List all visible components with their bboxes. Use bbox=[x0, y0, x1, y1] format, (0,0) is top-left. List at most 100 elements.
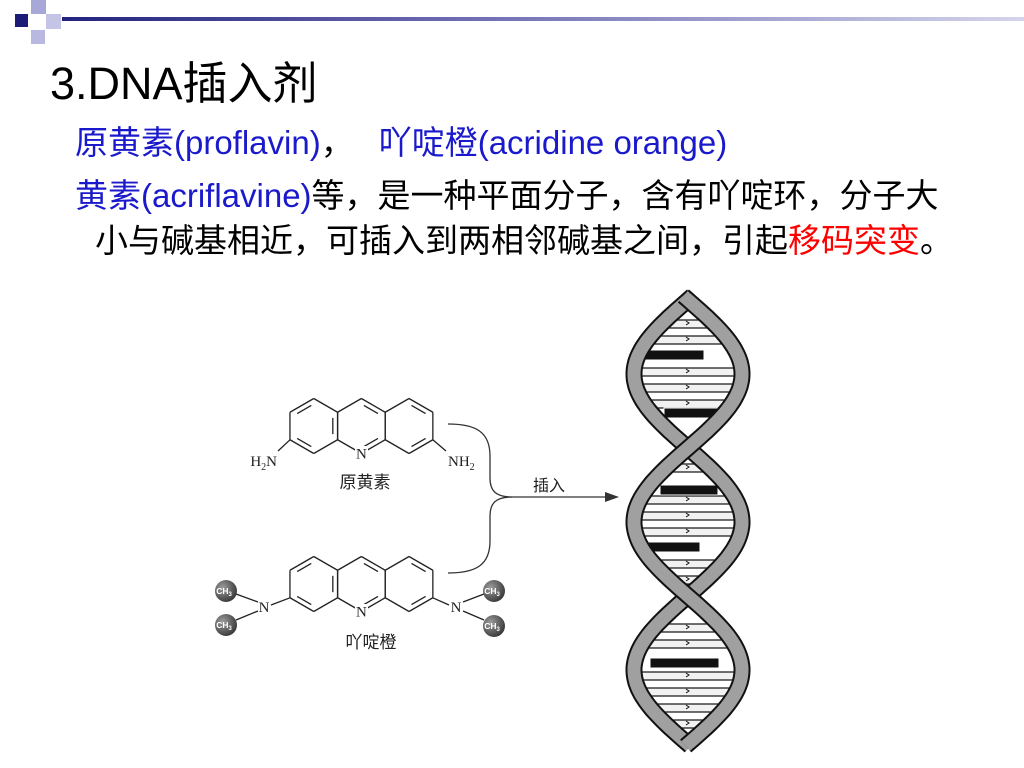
ring-bond bbox=[361, 555, 386, 571]
methyl-ball bbox=[215, 614, 237, 636]
ring-bond bbox=[384, 439, 410, 455]
base-pair-joint bbox=[685, 672, 690, 678]
amine-bond-right bbox=[432, 597, 450, 606]
double-bond-line bbox=[296, 437, 312, 448]
body-line-1: 原黄素(proflavin)，吖啶橙(acridine orange) bbox=[75, 124, 727, 163]
base-pair-joint bbox=[685, 528, 690, 534]
methyl-group: CH3 bbox=[484, 586, 500, 598]
ring-bond bbox=[384, 597, 410, 613]
ring-bond bbox=[408, 397, 434, 413]
ring-bond bbox=[361, 397, 386, 413]
double-bond-line bbox=[363, 437, 379, 448]
ring-bond bbox=[384, 555, 410, 571]
ring-bond bbox=[289, 439, 315, 455]
header-decor-square bbox=[31, 0, 46, 14]
methyl-bond bbox=[235, 593, 259, 603]
separator: ， bbox=[320, 126, 354, 162]
methyl-ball bbox=[483, 615, 505, 637]
double-bond-line bbox=[363, 595, 379, 606]
ring-bond bbox=[408, 555, 434, 571]
base-pair-joint bbox=[685, 560, 690, 566]
ring-bond bbox=[313, 555, 338, 571]
methyl-group: CH3 bbox=[484, 621, 500, 633]
amine-bond-left bbox=[270, 597, 291, 606]
ring-bond bbox=[337, 397, 362, 413]
double-bond-line bbox=[296, 562, 312, 573]
ring-nitrogen: N bbox=[356, 605, 367, 621]
subscript: 3 bbox=[496, 627, 500, 633]
base-pair-joint bbox=[685, 336, 690, 342]
base-pair-joint bbox=[685, 368, 690, 374]
amino-group-right: NH2 bbox=[448, 454, 475, 473]
atom-n: N bbox=[266, 454, 277, 470]
methyl-ch: CH bbox=[484, 621, 496, 631]
sentence-end: 。 bbox=[920, 224, 953, 260]
insertion-arrow: 插入 bbox=[447, 423, 619, 574]
proflavin-label: 原黄素 bbox=[340, 473, 391, 492]
ring-bond bbox=[408, 439, 434, 455]
base-pair-joint bbox=[685, 496, 690, 502]
header-decor-square bbox=[15, 14, 28, 27]
proflavin-en: (proflavin) bbox=[174, 124, 321, 161]
double-bond-line bbox=[363, 404, 379, 415]
methyl-group: CH3 bbox=[216, 586, 232, 598]
body-text: 等，是一种平面分子，含有吖啶环，分子大 bbox=[311, 179, 939, 215]
methyl-ball bbox=[215, 580, 237, 602]
base-pair-joint bbox=[685, 320, 690, 326]
double-bond-line bbox=[411, 595, 426, 606]
double-bond-line bbox=[411, 562, 426, 573]
header-decor-square bbox=[31, 30, 45, 44]
dna-double-helix bbox=[625, 289, 751, 753]
ring-bond bbox=[313, 597, 338, 613]
ring-bond bbox=[289, 397, 315, 413]
base-pair-joint bbox=[685, 624, 690, 630]
intercalator-bar bbox=[641, 349, 705, 361]
amine-nitrogen-right: N bbox=[451, 600, 462, 616]
ring-bond bbox=[408, 597, 434, 613]
base-pair-joint bbox=[685, 384, 690, 390]
dna-strand bbox=[627, 291, 749, 751]
base-pair-joint bbox=[685, 704, 690, 710]
double-bond-line bbox=[411, 404, 426, 415]
base-pair-joint bbox=[685, 640, 690, 646]
atom-nh: NH bbox=[448, 454, 470, 470]
acridine-orange-structure: N N CH3 CH3 N CH3 CH3 吖啶橙 bbox=[215, 555, 505, 652]
ring-bond bbox=[313, 397, 338, 413]
base-pair-joint bbox=[685, 576, 690, 582]
double-bond-line bbox=[363, 562, 379, 573]
methyl-bond bbox=[235, 610, 259, 621]
acridine-ring-system bbox=[289, 555, 434, 613]
ring-nitrogen: N bbox=[356, 447, 367, 463]
frameshift-highlight: 移码突变 bbox=[788, 222, 920, 259]
proflavin-structure: N H2N NH2 原黄素 bbox=[250, 397, 475, 492]
proflavin-cn: 原黄素 bbox=[75, 126, 174, 162]
methyl-bond bbox=[462, 593, 485, 603]
subscript: 3 bbox=[228, 592, 232, 598]
subscript: 3 bbox=[496, 592, 500, 598]
methyl-ball bbox=[483, 580, 505, 602]
methyl-group: CH3 bbox=[216, 620, 232, 632]
amino-group-left: H2N bbox=[250, 454, 277, 473]
methyl-ch: CH bbox=[216, 620, 228, 630]
subscript: 3 bbox=[228, 626, 232, 632]
body-line-3: 小与碱基相近，可插入到两相邻碱基之间，引起移码突变。 bbox=[95, 222, 953, 261]
ring-bond bbox=[313, 439, 338, 455]
ring-nitrogen-mask bbox=[355, 446, 368, 461]
body-text: 小与碱基相近，可插入到两相邻碱基之间，引起 bbox=[95, 224, 788, 260]
methyl-bond bbox=[462, 610, 485, 621]
base-pair-joint bbox=[685, 400, 690, 406]
ring-bond bbox=[337, 555, 362, 571]
acridine-ring-system bbox=[289, 397, 434, 455]
intercalator-bar bbox=[649, 657, 720, 669]
ring-nitrogen-mask bbox=[355, 604, 368, 619]
base-pair-joint bbox=[685, 688, 690, 694]
slide-title: 3.DNA插入剂 bbox=[50, 58, 318, 109]
ring-bond bbox=[289, 597, 315, 613]
double-bond-line bbox=[411, 437, 426, 448]
amine-nitrogen-left: N bbox=[259, 600, 270, 616]
header-decor-square bbox=[46, 14, 61, 29]
dna-strand bbox=[627, 291, 749, 751]
subscript: 2 bbox=[261, 462, 266, 473]
arrow-bracket-top bbox=[447, 423, 607, 498]
